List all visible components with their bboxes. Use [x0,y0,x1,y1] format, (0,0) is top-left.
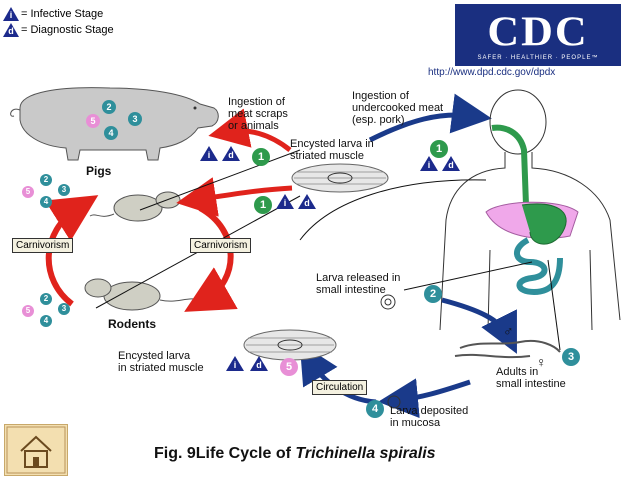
home-button[interactable] [4,424,68,476]
arrow-to-mucosa [378,378,471,419]
larva-released-label: Larva released in small intestine [316,272,401,296]
carnivorism-right-box: Carnivorism [190,238,252,253]
muscle-tissue-lower [243,329,337,361]
muscle-tissue-upper [291,163,389,193]
muscle-to-rodent-arrow [176,177,293,217]
legend-diagnostic: d = Diagnostic Stage [3,22,114,38]
pig-illustration [10,87,219,161]
circulation-box: Circulation [312,380,368,395]
stage-1-badge-human: 1 [430,140,448,158]
stage-3-badge: 3 [562,348,580,366]
home-icon [6,426,66,474]
esophagus [491,124,529,206]
carnivorism-arrow-right [184,205,238,312]
small-intestine [514,237,563,296]
line-adults-to-intestine [547,259,561,351]
figure-caption: Fig. 9Life Cycle of Trichinella spiralis [154,445,436,463]
source-url[interactable]: http://www.dpd.cdc.gov/dpdx [428,67,556,78]
encysted-upper-label: Encysted larva in striated muscle [290,138,374,162]
adult-worm [459,340,561,353]
encysted-lower-label: Encysted larva in striated muscle [118,350,204,374]
diagnostic-marker-rodent: d [298,194,316,209]
stage-1-badge-pig: 1 [252,148,270,166]
ingestion-scraps-label: Ingestion of meat scraps or animals [228,96,288,132]
female-symbol: ♀ [536,354,547,370]
diagnostic-marker-pig: d [222,146,240,161]
infective-marker-lower: i [226,356,244,371]
cdc-logo-tagline: SAFER · HEALTHIER · PEOPLE™ [477,54,599,61]
stomach [521,203,567,245]
larva-coil [380,294,396,310]
stage-5-badge: 5 [280,358,298,376]
carnivorism-left-box: Carnivorism [12,238,74,253]
stage-4-badge: 4 [366,400,384,418]
deposited-larva [387,395,401,409]
male-symbol: ♂ [503,323,514,339]
pig-stage-3: 3 [128,112,142,126]
human-body-outline [439,89,621,331]
ingestion-undercooked-label: Ingestion of undercooked meat (esp. pork… [352,90,444,126]
pig-stage-5: 5 [86,114,100,128]
rodents-label: Rodents [108,317,156,331]
adult-worm-2 [454,353,531,359]
stage-1-badge-rodent: 1 [254,196,272,214]
caption-prefix: Fig. 9Life Cycle of [154,445,296,462]
rat-upper-illustration [89,191,181,222]
line-muscle-to-human [299,179,487,241]
larva-deposited-label: Larva deposited in mucosa [390,405,469,429]
rat-lower-stage-4: 4 [40,315,52,327]
rat-upper-stage-2: 2 [40,174,52,186]
line-rat-to-stage [139,149,301,211]
cdc-logo: CDC SAFER · HEALTHIER · PEOPLE™ [455,4,621,66]
diagnostic-marker-human: d [442,156,460,171]
stage-2-badge: 2 [424,285,442,303]
carnivorism-arrow-left [44,195,99,307]
rat-lower-stage-3: 3 [58,303,70,315]
rat-lower-illustration [84,278,203,311]
pig-stage-2: 2 [102,100,116,114]
infective-marker-rodent: i [276,194,294,209]
ingestion-arrow [368,93,492,143]
pigs-label: Pigs [86,164,112,178]
rat-upper-stage-3: 3 [58,184,70,196]
rat-upper-stage-5: 5 [22,186,34,198]
infective-marker-human: i [420,156,438,171]
rat-upper-stage-4: 4 [40,196,52,208]
rat-lower-stage-5: 5 [22,305,34,317]
legend-infective: i = Infective Stage [3,6,103,22]
arrow-to-adults [441,297,517,354]
diagnostic-marker-lower: d [250,356,268,371]
line-larva-to-intestine [403,261,533,291]
caption-species: Trichinella spiralis [295,445,436,462]
muscle-to-pig-arrow [208,108,292,152]
infective-stage-marker: i [3,7,19,21]
rat-lower-stage-2: 2 [40,293,52,305]
legend-infective-text: = Infective Stage [21,8,104,20]
adults-label: Adults in small intestine [496,366,566,390]
legend-diagnostic-text: = Diagnostic Stage [21,24,114,36]
pig-stage-4: 4 [104,126,118,140]
diagnostic-stage-marker: d [3,23,19,37]
infective-marker-pig: i [200,146,218,161]
cdc-logo-word: CDC [487,7,589,55]
